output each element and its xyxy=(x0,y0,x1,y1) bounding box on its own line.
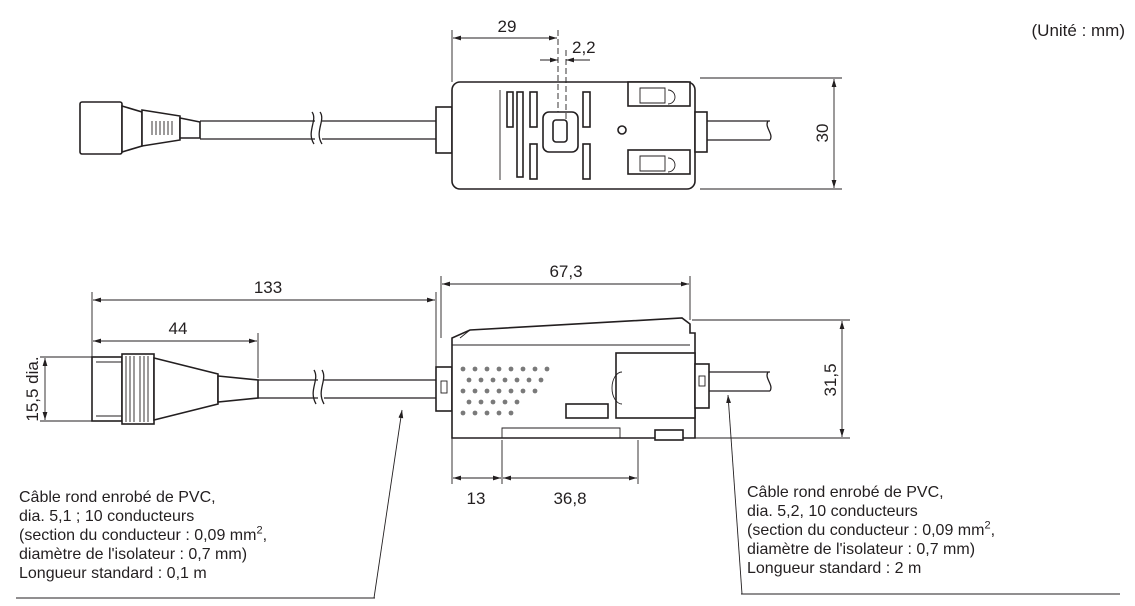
cable-note-left-line2: dia. 5,1 ; 10 conducteurs xyxy=(19,508,195,525)
cable-note-left-line5: Longueur standard : 0,1 m xyxy=(19,565,207,582)
cable-note-right-line3-end: , xyxy=(990,522,996,539)
dim-width-top: 29 xyxy=(451,17,559,112)
connector-top xyxy=(79,101,201,155)
cable-note-left-superscript: 2 xyxy=(256,524,263,537)
leader-left xyxy=(16,409,404,599)
cable-side-left xyxy=(258,366,453,412)
dim-label-cable-length: 133 xyxy=(254,278,282,297)
dim-label-foot-spacing: 36,8 xyxy=(553,489,586,508)
unit-label: (Unité : mm) xyxy=(1031,21,1126,40)
cable-note-left-line1: Câble rond enrobé de PVC, xyxy=(19,489,216,506)
dim-label-height: 30 xyxy=(813,124,832,143)
dim-connector-length: 44 xyxy=(93,319,259,378)
top-view: 29 2,2 30 xyxy=(79,17,842,190)
connector-side xyxy=(91,353,259,425)
dim-foot-spacing: 36,8 xyxy=(503,440,639,508)
cable-note-right-line2: dia. 5,2, 10 conducteurs xyxy=(747,503,918,520)
dim-label-body-length: 67,3 xyxy=(549,262,582,281)
cable-note-right-line1: Câble rond enrobé de PVC, xyxy=(747,484,944,501)
leader-right xyxy=(726,394,1120,595)
cable-note-left-line3: (section du conducteur : 0,09 mm xyxy=(19,527,257,544)
cable-side-right xyxy=(694,363,772,409)
cable-note-left: Câble rond enrobé de PVC, dia. 5,1 ; 10 … xyxy=(19,488,267,583)
dim-label-body-height: 31,5 xyxy=(821,363,840,396)
amplifier-body-top xyxy=(451,81,696,190)
cable-note-right-line4: diamètre de l'isolateur : 0,7 mm) xyxy=(747,541,976,558)
cable-note-left-line4: diamètre de l'isolateur : 0,7 mm) xyxy=(19,546,248,563)
dim-connector-dia: 15,5 dia. xyxy=(23,356,92,422)
cable-note-right-line5: Longueur standard : 2 m xyxy=(747,560,922,577)
cable-note-right-superscript: 2 xyxy=(984,519,991,532)
dim-label-width: 29 xyxy=(498,17,517,36)
dim-slot-top: 2,2 xyxy=(540,38,596,122)
dim-label-slot: 2,2 xyxy=(572,38,596,57)
dim-foot-offset: 13 xyxy=(451,438,503,508)
led-grid xyxy=(460,366,550,416)
dim-label-connector-dia: 15,5 dia. xyxy=(23,356,42,421)
cable-top-left xyxy=(200,106,453,154)
dim-body-length: 67,3 xyxy=(440,262,691,338)
cable-note-right-line3: (section du conducteur : 0,09 mm xyxy=(747,522,985,539)
cable-note-left-line3-end: , xyxy=(262,527,268,544)
amplifier-body-side xyxy=(451,317,696,441)
dim-body-height: 31,5 xyxy=(686,319,850,439)
cable-note-right: Câble rond enrobé de PVC, dia. 5,2, 10 c… xyxy=(747,483,995,578)
cable-top-right xyxy=(694,111,772,153)
dim-label-connector-length: 44 xyxy=(169,319,188,338)
dim-cable-length: 133 xyxy=(91,278,437,367)
dim-label-foot-offset: 13 xyxy=(467,489,486,508)
side-view: 133 44 15,5 dia. 67,3 31,5 xyxy=(16,262,1120,599)
dim-height-top: 30 xyxy=(700,77,842,190)
